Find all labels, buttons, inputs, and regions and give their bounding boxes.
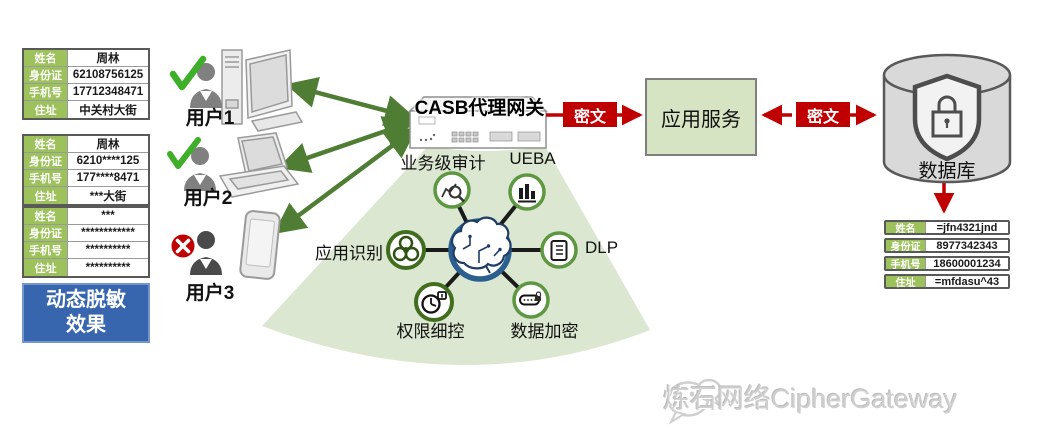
field-value: **********: [85, 261, 131, 274]
field-value: 17712348471: [72, 86, 144, 98]
field-label: 手机号: [24, 242, 68, 258]
database-encrypted-table: 姓名 =jfn4321jnd 身份证 8977342343 手机号 18600001234…: [884, 220, 1010, 292]
field-label: 手机号: [24, 84, 68, 100]
capability-app-recognition-label: 应用识别: [315, 244, 383, 263]
field-value: 177****8471: [76, 172, 140, 184]
user2-person-icon: [184, 147, 216, 191]
table-row: 姓名 ***: [24, 208, 148, 225]
user1-check-icon: [169, 55, 207, 91]
field-label: 住址: [24, 187, 68, 204]
ai-brain-icon: [448, 216, 512, 282]
app-service-box: 应用服务: [645, 78, 757, 156]
user2-check-icon: [167, 137, 201, 169]
capability-encryption-label: 数据加密: [510, 322, 579, 341]
field-label: 身份证: [886, 240, 926, 253]
table-row: 手机号 18600001234: [884, 256, 1010, 271]
app-service-label: 应用服务: [661, 108, 741, 131]
field-value: 周林: [96, 53, 120, 65]
field-label: 身份证: [24, 225, 68, 241]
field-value: =mfdasu^43: [934, 275, 1000, 288]
table-row: 姓名 =jfn4321jnd: [884, 220, 1010, 235]
table-row: 住址 ***大街: [24, 187, 148, 204]
field-value: =jfn4321jnd: [936, 221, 998, 234]
field-value: 周林: [96, 139, 120, 151]
user2-label: 用户2: [183, 188, 233, 209]
field-label: 住址: [886, 276, 926, 289]
desktop-icon: [221, 49, 304, 132]
field-label: 姓名: [886, 222, 926, 235]
smartphone-icon: [239, 210, 281, 280]
document-list-icon: [540, 231, 578, 269]
brand-watermark-text: 炼石网络CipherGateway: [663, 384, 958, 414]
masking-box-line1: 动态脱敏: [46, 289, 126, 311]
table-row: 身份证 ************: [24, 225, 148, 242]
masking-box-line2: 效果: [66, 314, 106, 336]
capability-dlp-label: DLP: [585, 238, 619, 257]
field-label: 身份证: [24, 153, 68, 169]
field-value: 8977342343: [936, 239, 998, 252]
table-row: 姓名 周林: [24, 136, 148, 153]
field-value: 18600001234: [933, 257, 1001, 270]
laptop-icon: [218, 132, 300, 198]
brand-watermark: 炼石网络CipherGateway: [663, 377, 957, 416]
gateway-user-arrows: [273, 77, 418, 235]
table-row: 身份证 62108756125: [24, 67, 148, 84]
shield-lock-icon: [912, 73, 982, 162]
user1-label: 用户1: [185, 108, 235, 129]
user1-person-icon: [190, 63, 222, 108]
clock-control-icon: [414, 282, 454, 322]
user3-label: 用户3: [185, 283, 235, 304]
table-row: 手机号 17712348471: [24, 84, 148, 101]
field-value: ************: [81, 227, 135, 239]
table-row: 身份证 8977342343: [884, 238, 1010, 253]
table-row: 身份证 6210****125: [24, 153, 148, 170]
field-label: 手机号: [24, 170, 68, 186]
field-label: 住址: [24, 101, 68, 118]
user-data-table-partial-masked: 姓名 周林身份证 6210****125 手机号 177****8471 住址 ***大街: [22, 134, 150, 206]
table-row: 姓名 周林: [24, 50, 148, 67]
field-value: ***大街: [89, 190, 127, 203]
capability-audit-label: 业务级审计: [400, 154, 486, 173]
wechat-icon: [666, 378, 722, 425]
field-label: 住址: [24, 259, 68, 276]
user-data-table-original: 姓名 周林身份证 62108756125 手机号 17712348471 住址中关村大街: [22, 48, 150, 120]
gateway-title: CASB代理网关: [414, 98, 545, 119]
field-label: 姓名: [24, 50, 68, 66]
field-label: 身份证: [24, 67, 68, 83]
field-label: 手机号: [886, 258, 926, 271]
database-label: 数据库: [918, 161, 976, 182]
server-appliance-icon: [408, 96, 548, 149]
user3-cross-icon: [171, 234, 195, 258]
table-row: 手机号 **********: [24, 242, 148, 259]
capability-ueba-label: UEBA: [509, 149, 556, 168]
ciphertext-flow-arrows: [546, 104, 955, 214]
ciphertext-badge-left: 密文: [563, 102, 617, 127]
field-value: 中关村大街: [79, 104, 137, 117]
ciphertext-badge-right: 密文: [796, 102, 850, 127]
user-data-table-full-masked: 姓名 *** 身份证 ************ 手机号 ********** 住址 *****…: [22, 206, 150, 278]
bar-chart-icon: [508, 173, 546, 211]
biohazard-icon: [386, 230, 426, 270]
chart-magnifier-icon: [433, 171, 471, 209]
table-row: 住址 **********: [24, 259, 148, 276]
capability-permission-label: 权限细控: [396, 322, 465, 341]
field-value: ***: [101, 210, 115, 222]
field-label: 姓名: [24, 136, 68, 152]
field-value: **********: [85, 244, 131, 256]
table-row: 手机号 177****8471: [24, 170, 148, 187]
field-label: 姓名: [24, 208, 68, 224]
usb-lock-icon: [512, 281, 550, 319]
table-row: 住址中关村大街: [24, 101, 148, 118]
field-value: 6210****125: [76, 155, 140, 167]
dynamic-masking-effect-box: 动态脱敏 效果: [22, 283, 150, 343]
user3-person-icon: [190, 231, 222, 275]
table-row: 住址 =mfdasu^43: [884, 274, 1010, 289]
field-value: 62108756125: [72, 69, 144, 81]
